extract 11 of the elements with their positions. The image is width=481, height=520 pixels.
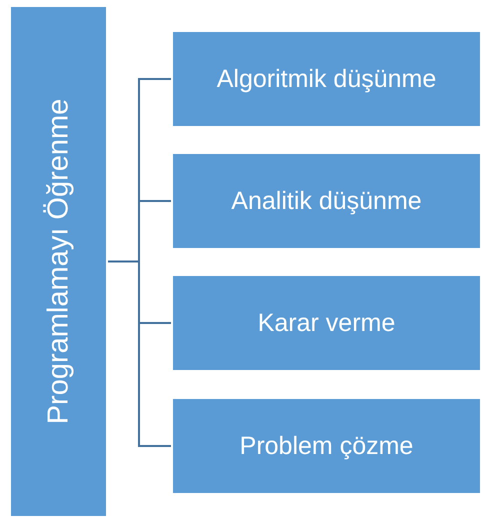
box-label: Programlamayı Öğrenme <box>42 98 75 424</box>
connector-line <box>108 260 171 447</box>
box-label: Problem çözme <box>240 431 414 461</box>
box-label: Karar verme <box>258 308 396 338</box>
branch-box <box>172 31 481 127</box>
branch-box <box>172 398 481 494</box>
box-label: Analitik düşünme <box>231 186 422 216</box>
branch-box <box>172 153 481 249</box>
branch-box <box>172 275 481 371</box>
box-label: Algoritmik düşünme <box>216 64 436 94</box>
root-box <box>10 6 107 517</box>
